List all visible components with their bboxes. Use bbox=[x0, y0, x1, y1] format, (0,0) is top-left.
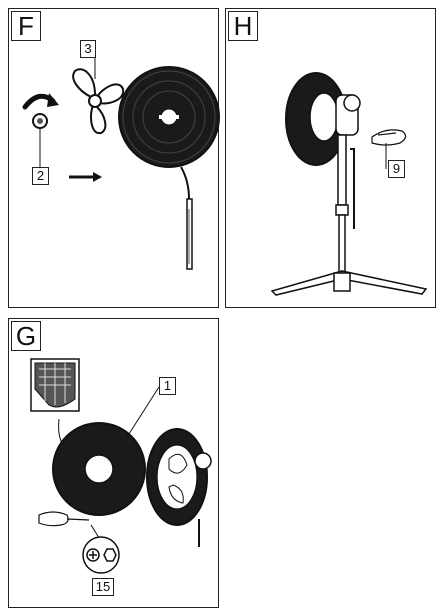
panel-h-illustration bbox=[270, 72, 428, 296]
callout-nut: 2 bbox=[32, 167, 49, 185]
spinner-nut-icon bbox=[32, 113, 48, 129]
fan-pole-icon bbox=[180, 166, 193, 270]
panel-f-illustration bbox=[22, 57, 220, 270]
hand-icon bbox=[38, 511, 90, 527]
panel-g-letter: G bbox=[11, 321, 41, 351]
panel-f-letter: F bbox=[11, 11, 41, 41]
curved-arrow-icon bbox=[22, 93, 59, 110]
clip-detail-icon bbox=[30, 358, 80, 412]
panel-g: G bbox=[8, 318, 219, 608]
panel-f: F bbox=[8, 8, 220, 308]
hand-icon bbox=[371, 129, 407, 146]
callout-grille-screw: 15 bbox=[92, 578, 114, 596]
stand-base-icon bbox=[270, 270, 428, 296]
front-grille-icon bbox=[52, 422, 146, 516]
panel-g-illustration bbox=[30, 358, 212, 574]
panel-h: H 9 bbox=[225, 8, 436, 308]
panel-h-letter: H bbox=[228, 11, 258, 41]
rear-grille-icon bbox=[118, 66, 220, 168]
screw-detail-icon bbox=[82, 536, 120, 574]
callout-front-grille: 1 bbox=[159, 377, 176, 395]
arrow-right-icon bbox=[69, 172, 102, 182]
fan-head-icon bbox=[146, 428, 212, 547]
callout-cable-clip: 9 bbox=[388, 160, 405, 178]
fan-blade-icon bbox=[72, 68, 125, 135]
fan-head-icon bbox=[285, 72, 361, 166]
stand-pole-icon bbox=[335, 134, 355, 276]
callout-blade: 3 bbox=[80, 40, 96, 58]
